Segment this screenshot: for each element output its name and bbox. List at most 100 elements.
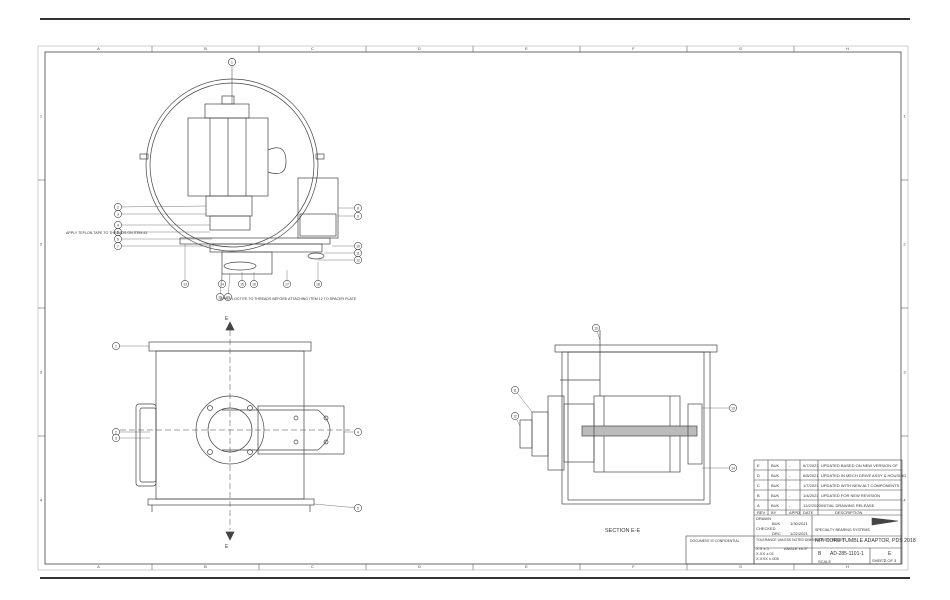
drawn-date: 1/30/2021 <box>790 521 808 526</box>
top-view <box>139 58 339 275</box>
balloon-label: 2 <box>117 205 119 209</box>
balloon-label: 1 <box>231 60 233 64</box>
sheet-label: SHEET <box>872 558 886 563</box>
balloon-label: 5 <box>117 230 119 234</box>
zone-row-label: 1 <box>903 114 906 119</box>
zone-col-label: E <box>525 564 528 569</box>
zone-col-label: G <box>739 564 742 569</box>
front-view <box>120 321 350 541</box>
balloon-label: 17 <box>285 282 289 286</box>
balloon-label: 11 <box>513 388 517 392</box>
zone-col-label: B <box>204 46 207 51</box>
tol-xx: X.XX ±.01 <box>756 551 774 556</box>
zone-col-label: A <box>97 46 100 51</box>
revision-cell: UPDATED BASED ON NEW VERSION OF <box>821 463 898 468</box>
balloon-label: 12 <box>513 414 517 418</box>
note-teflon: APPLY TEFLON TAPE TO THREADS ON ITEM #1 <box>66 231 147 235</box>
drawing-number: AD-285-1101-1 <box>830 551 864 557</box>
zone-col-label: B <box>204 564 207 569</box>
revision-header: APPD <box>789 510 800 515</box>
company-name: SPECIALTY BEARING SYSTEMS <box>815 528 870 532</box>
revision-cell: - <box>789 473 791 478</box>
revision-header: DESCRIPTION <box>835 510 863 515</box>
drawing-size: B <box>818 551 822 557</box>
checked-label: CHECKED <box>756 526 776 531</box>
note-loctite: APPLY LOCTITE TO THREADS BEFORE ATTACHIN… <box>220 297 357 301</box>
tol-angle: ANGLE ±0.5° <box>784 546 809 551</box>
tolerance-header: TOLERANCE UNLESS NOTED DIMENSIONS IN INC… <box>756 538 845 542</box>
zone-col-label: C <box>311 564 314 569</box>
zone-col-label: A <box>97 564 100 569</box>
balloon-label: 12 <box>356 258 360 262</box>
revision-cell: BUK <box>771 493 780 498</box>
section-marker-bottom: E <box>225 544 229 550</box>
revision-cell: BUK <box>771 483 780 488</box>
revision-header: DATE <box>803 510 814 515</box>
balloon-label: 3 <box>117 212 119 216</box>
zone-col-label: C <box>311 46 314 51</box>
revision-header: REV <box>757 510 766 515</box>
revision-cell: BUK <box>771 503 780 508</box>
balloon-label: 2 <box>115 430 117 434</box>
revision-cell: INITIAL DRAWING RELEASE <box>821 503 875 508</box>
zone-row-label: 1 <box>40 114 43 119</box>
revision-cell: A <box>757 503 760 508</box>
revision-cell: 1/4/2021 <box>803 493 819 498</box>
balloon-label: 7 <box>117 244 119 248</box>
drawing-title: NIT. CORE TUMBLE ADAPTOR, PDS 2018 <box>815 538 916 544</box>
revision-cell: 6/8/2021 <box>803 473 819 478</box>
balloon-label: 13 <box>183 282 187 286</box>
revision-cell: UPDATED WITH NEW ALT COMPONENTS <box>821 483 900 488</box>
balloon-label: 18 <box>316 282 320 286</box>
scale-label: SCALE <box>818 559 832 564</box>
section-label: SECTION E-E <box>605 528 640 534</box>
zone-row-label: 2 <box>40 242 43 247</box>
revision-cell: 6/7/2021 <box>803 463 819 468</box>
balloon-label: 16 <box>252 282 256 286</box>
balloon-label: 6 <box>117 237 119 241</box>
balloon-label: 15 <box>240 282 244 286</box>
balloon-label: 10 <box>356 244 360 248</box>
title-block <box>685 459 903 565</box>
balloon-label: 3 <box>115 436 117 440</box>
revision-cell: D <box>757 473 760 478</box>
balloon-label: 14 <box>731 466 735 470</box>
revision-header: BY <box>771 510 777 515</box>
revision-cell: C <box>757 483 760 488</box>
revision-cell: BUK <box>771 463 780 468</box>
revision-cell: - <box>789 483 791 488</box>
revision-cell: BUK <box>771 473 780 478</box>
revision-cell: - <box>789 463 791 468</box>
balloon-label: 20 <box>226 295 230 299</box>
balloon-label: 14 <box>220 282 224 286</box>
sheet-value: 2 OF 3 <box>884 558 897 563</box>
checked-by: DRC <box>772 531 781 536</box>
top-rule <box>40 18 910 20</box>
balloon-label: 9 <box>357 214 359 218</box>
zone-col-label: H <box>846 46 849 51</box>
balloon-label: 5 <box>357 506 359 510</box>
balloon-label: 13 <box>731 406 735 410</box>
tol-x: X.X ±.1 <box>756 546 770 551</box>
bottom-rule <box>40 577 910 579</box>
section-marker-top: E <box>225 316 229 322</box>
drawn-by: BUK <box>772 521 781 526</box>
revision-cell: 12/2/2020 <box>803 503 821 508</box>
zone-col-label: G <box>739 46 742 51</box>
zone-col-label: F <box>632 46 635 51</box>
zone-col-label: D <box>418 564 421 569</box>
zone-row-label: 4 <box>903 498 906 503</box>
section-view <box>519 330 718 505</box>
zone-row-label: 4 <box>40 498 43 503</box>
revision-cell: - <box>789 493 791 498</box>
zone-col-label: E <box>525 46 528 51</box>
balloon-label: 8 <box>357 206 359 210</box>
balloon-label: 10 <box>594 326 598 330</box>
revision-cell: 1/7/2021 <box>803 483 819 488</box>
balloon-label: 11 <box>356 251 360 255</box>
revision-cell: E <box>757 463 760 468</box>
